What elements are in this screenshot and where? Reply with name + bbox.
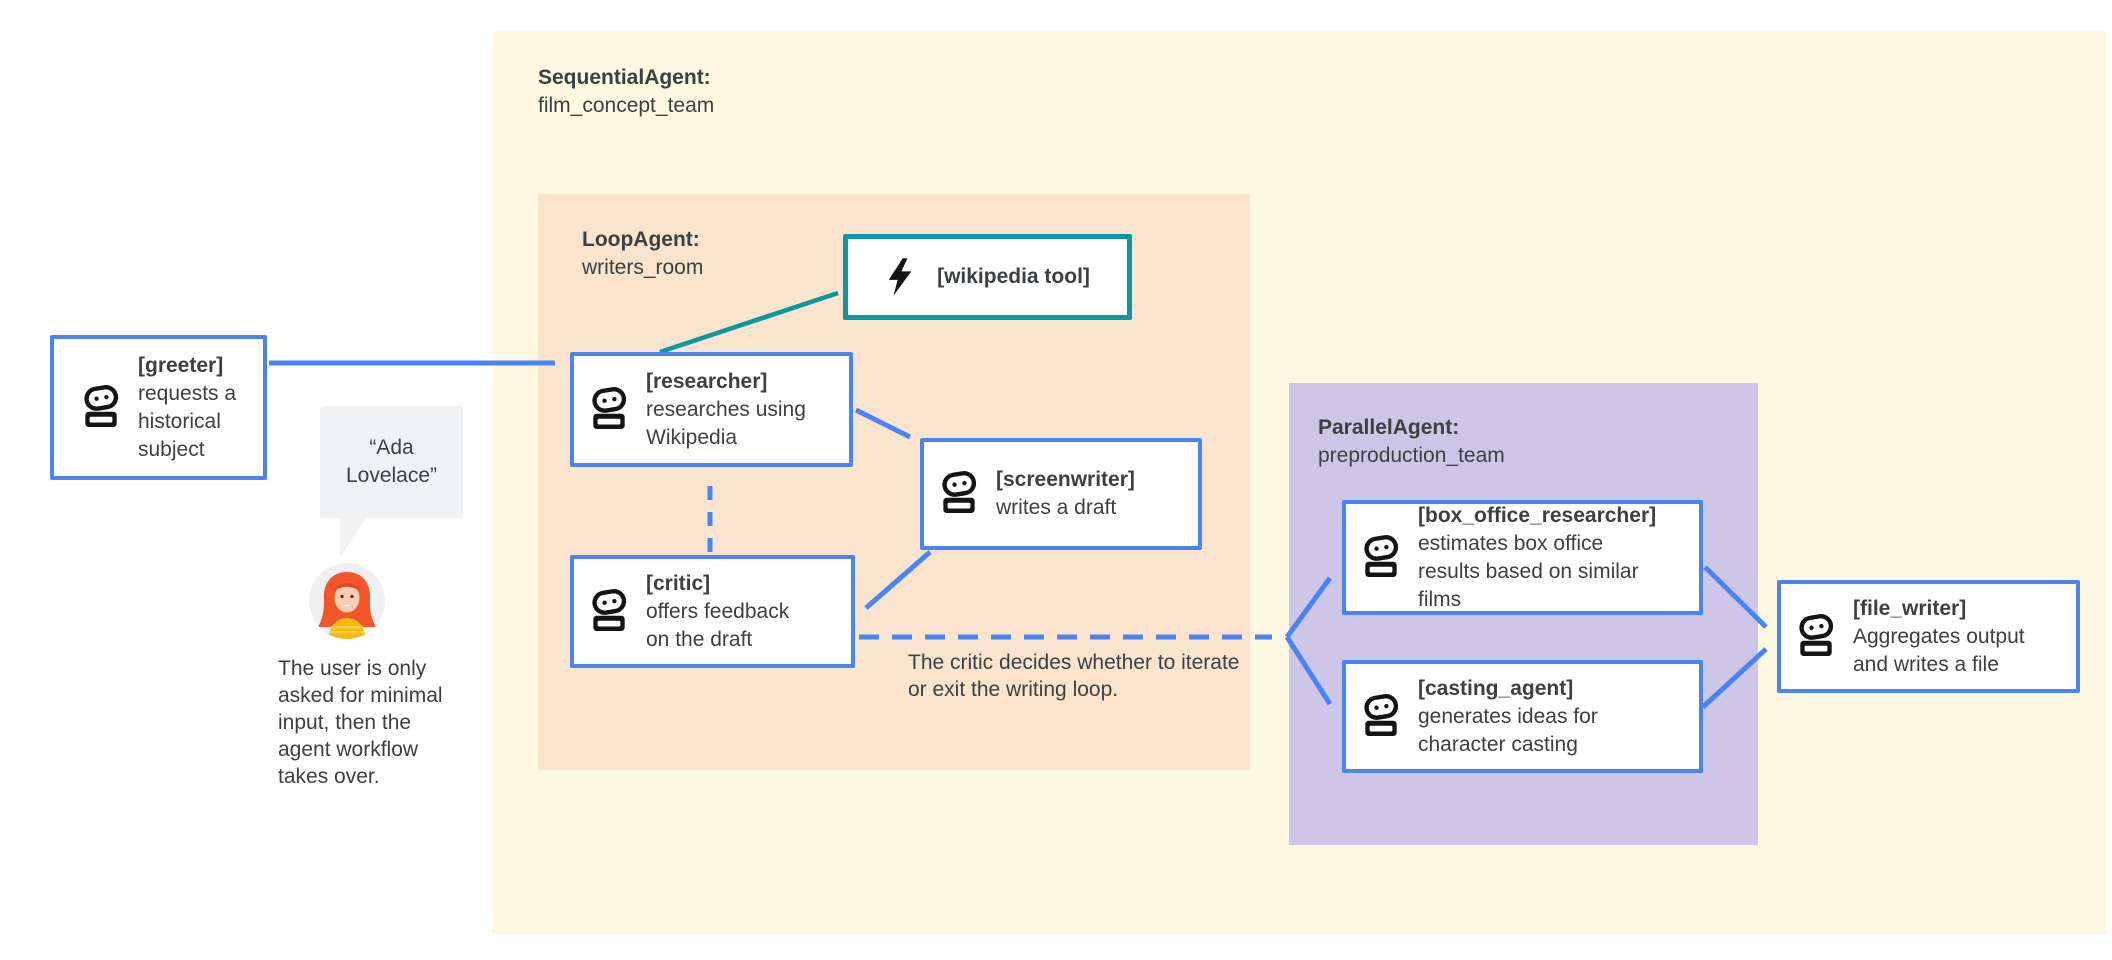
arrow-casting-to-file-writer xyxy=(1701,647,1768,709)
node-description: researches using Wikipedia xyxy=(646,397,806,449)
node-researcher: [researcher] researches using Wikipedia xyxy=(570,352,853,467)
node-label: [wikipedia tool] xyxy=(937,265,1090,288)
node-greeter: [greeter] requests a historical subject xyxy=(50,335,267,480)
robot-icon xyxy=(1362,535,1400,581)
node-label: [casting_agent] xyxy=(1418,676,1574,700)
arrow-split-to-box-office-researcher xyxy=(1284,576,1333,639)
lightning-icon xyxy=(885,257,915,297)
robot-icon xyxy=(82,385,120,431)
group-name: preproduction_team xyxy=(1318,444,1505,467)
node-casting-agent: [casting_agent] generates ideas for char… xyxy=(1342,660,1703,773)
node-wikipedia-tool: [wikipedia tool] xyxy=(843,234,1132,320)
sequential-agent-title: SequentialAgent: film_concept_team xyxy=(538,64,714,120)
node-label: [box_office_researcher] xyxy=(1418,503,1657,527)
user-note: The user is only asked for minimal input… xyxy=(278,657,443,788)
node-label: [file_writer] xyxy=(1853,596,1967,620)
robot-icon xyxy=(1362,694,1400,740)
robot-icon xyxy=(940,471,978,517)
group-title: LoopAgent: xyxy=(582,228,700,251)
node-critic: [critic] offers feedback on the draft xyxy=(570,555,855,668)
node-screenwriter: [screenwriter] writes a draft xyxy=(920,438,1202,550)
group-title: SequentialAgent: xyxy=(538,66,711,89)
node-file-writer: [file_writer] Aggregates output and writ… xyxy=(1777,580,2080,693)
node-description: Aggregates output and writes a file xyxy=(1853,624,2025,676)
arrow-box-office-to-file-writer xyxy=(1703,565,1768,629)
node-label: [critic] xyxy=(646,571,711,595)
node-box-office-researcher: [box_office_researcher] estimates box of… xyxy=(1342,500,1703,615)
arrow-split-to-casting-agent xyxy=(1284,635,1333,706)
robot-icon xyxy=(590,589,628,635)
node-description: writes a draft xyxy=(996,496,1117,519)
node-label: [researcher] xyxy=(646,369,768,393)
speech-bubble: “Ada Lovelace” xyxy=(320,406,463,558)
node-label: [screenwriter] xyxy=(996,468,1135,491)
arrow-researcher-to-wikipedia-tool xyxy=(659,290,839,355)
arrow-researcher-to-screenwriter xyxy=(854,407,912,440)
user-quote: “Ada Lovelace” xyxy=(345,436,438,487)
node-description: estimates box office results based on si… xyxy=(1418,531,1639,611)
robot-icon xyxy=(590,387,628,433)
group-name: film_concept_team xyxy=(538,94,715,117)
node-label: [greeter] xyxy=(138,353,224,377)
parallel-agent-title: ParallelAgent: preproduction_team xyxy=(1318,414,1505,470)
robot-icon xyxy=(1797,614,1835,660)
arrow-screenwriter-to-critic xyxy=(864,550,932,610)
group-title: ParallelAgent: xyxy=(1318,416,1460,439)
node-description: requests a historical subject xyxy=(138,381,237,461)
node-description: generates ideas for character casting xyxy=(1418,704,1598,756)
group-name: writers_room xyxy=(582,256,704,279)
critic-note: The critic decides whether to iterate or… xyxy=(908,651,1240,701)
loop-agent-title: LoopAgent: writers_room xyxy=(582,226,703,282)
user-avatar xyxy=(309,563,385,639)
node-description: offers feedback on the draft xyxy=(646,599,790,651)
